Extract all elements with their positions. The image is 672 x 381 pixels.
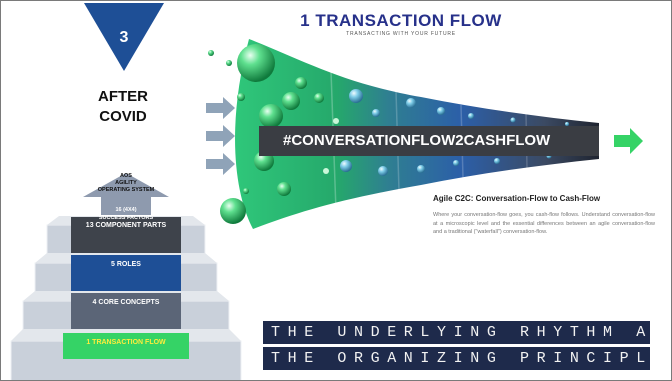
page-subtitle: TRANSACTING WITH YOUR FUTURE — [346, 31, 456, 37]
description-heading: Agile C2C: Conversation-Flow to Cash-Flo… — [433, 194, 601, 203]
success-factors-label: 16 (4X4) SUCCESS FACTORS — [89, 206, 163, 222]
step-5-label: 5 ROLES — [111, 261, 141, 268]
step-4-label: 4 CORE CONCEPTS — [92, 299, 160, 306]
step-13-block — [71, 217, 181, 253]
after-label-line2: COVID — [99, 108, 147, 125]
description-body: Where your conversation-flow goes, you c… — [433, 212, 655, 235]
step-1-base — [63, 359, 189, 380]
badge-triangle — [84, 3, 164, 71]
sf-label-line1: 16 (4X4) — [115, 207, 137, 213]
aos-label-line3: OPERATING SYSTEM — [97, 187, 155, 193]
hashtag-bar: #CONVERSATIONFLOW2CASHFLOW — [259, 126, 599, 156]
aos-label-line2: AGILITY — [115, 180, 137, 186]
output-arrow-icon — [614, 128, 643, 154]
input-arrows — [206, 97, 235, 175]
aos-label: AOS AGILITY OPERATING SYSTEM — [96, 173, 156, 194]
page-title: 1 TRANSACTION FLOW — [300, 11, 502, 30]
arrow-right-icon — [206, 97, 235, 119]
banner-line-2: THE ORGANIZING PRINCIPLE — [263, 347, 650, 370]
staircase — [10, 173, 242, 380]
sf-label-line2: SUCCESS FACTORS — [98, 215, 154, 221]
step-1-block — [63, 333, 189, 359]
aos-label-line1: AOS — [120, 173, 132, 179]
step-13-label: 13 COMPONENT PARTS — [85, 222, 167, 229]
arrow-right-icon — [206, 125, 235, 147]
after-label-line1: AFTER — [98, 88, 148, 105]
step-5-block — [71, 255, 181, 291]
step-4-block — [71, 293, 181, 329]
arrow-right-icon — [206, 153, 235, 175]
badge-number: 3 — [119, 29, 129, 46]
after-covid-label: AFTER COVID — [73, 87, 173, 127]
aos-arrow-shape — [83, 173, 169, 215]
banner-line-1: THE UNDERLYING RHYTHM AS — [263, 321, 650, 344]
step-1-label: 1 TRANSACTION FLOW — [86, 339, 166, 346]
